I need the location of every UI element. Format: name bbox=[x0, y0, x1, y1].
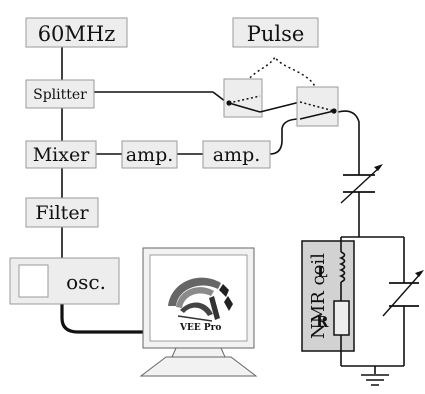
wire-amp-switch2 bbox=[269, 118, 301, 155]
resistor-icon bbox=[333, 300, 350, 336]
filter-label: Filter bbox=[35, 202, 89, 224]
nmr-coil-label: NMR coil bbox=[308, 253, 329, 339]
inductor-label: L bbox=[317, 263, 328, 281]
switch1-arm bbox=[228, 102, 261, 113]
oscillator-block: 60MHz bbox=[25, 17, 128, 48]
cable-osc-computer bbox=[60, 302, 151, 334]
wiring bbox=[60, 47, 405, 374]
amp-block-1: amp. bbox=[121, 140, 178, 169]
nmr-coil-box: NMR coil L R bbox=[301, 237, 355, 366]
monitor-icon: VEE Pro bbox=[139, 247, 258, 377]
switch2-arm bbox=[299, 110, 335, 120]
resistor-label: R bbox=[316, 313, 329, 331]
tuning-capacitor-icon bbox=[382, 270, 424, 317]
pulse-block: Pulse bbox=[232, 17, 319, 48]
amp2-label: amp. bbox=[213, 144, 261, 166]
pulse-control-lines bbox=[242, 55, 319, 99]
wire-switch1-switch2 bbox=[259, 101, 301, 113]
inductor-icon bbox=[338, 251, 346, 283]
filter-block: Filter bbox=[25, 197, 99, 228]
splitter-block: Splitter bbox=[25, 79, 95, 109]
switch1-arm-open bbox=[228, 95, 261, 104]
oscilloscope-block: osc. bbox=[9, 257, 120, 305]
variable-capacitor-icon bbox=[340, 164, 383, 204]
splitter-label: Splitter bbox=[33, 87, 87, 103]
amp-block-2: amp. bbox=[202, 140, 271, 169]
wire-switch-capacitor bbox=[337, 110, 360, 175]
oscilloscope-label: osc. bbox=[66, 270, 106, 294]
rf-switch-1 bbox=[223, 78, 301, 118]
rf-switch-2 bbox=[296, 86, 339, 127]
mixer-block: Mixer bbox=[25, 140, 97, 169]
switch2-arm-open bbox=[299, 101, 335, 112]
pulse-label: Pulse bbox=[247, 22, 305, 46]
mixer-label: Mixer bbox=[33, 144, 90, 166]
oscilloscope-screen bbox=[18, 264, 49, 298]
ground-icon bbox=[361, 374, 389, 386]
oscillator-label: 60MHz bbox=[38, 22, 116, 46]
vee-pro-logo: VEE Pro bbox=[168, 277, 233, 333]
amp1-label: amp. bbox=[126, 144, 174, 166]
vee-pro-logo-text: VEE Pro bbox=[179, 323, 221, 333]
